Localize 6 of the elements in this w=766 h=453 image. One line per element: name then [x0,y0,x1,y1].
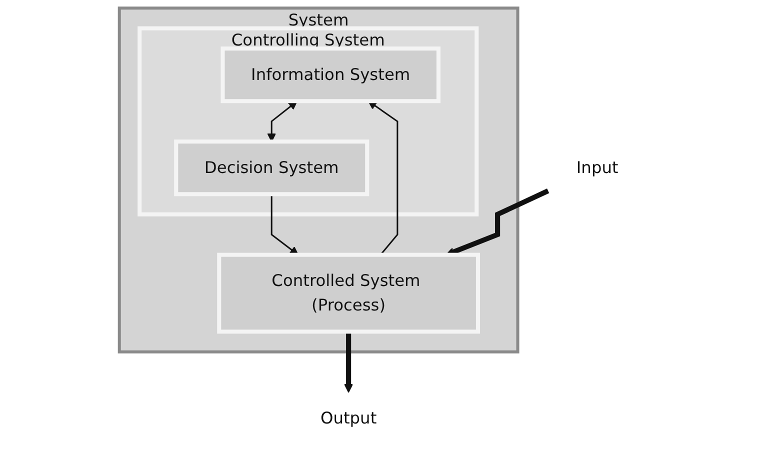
node-text: Output [320,408,377,428]
node-box: Decision System [174,140,370,196]
node-box: Controlled System (Process) [217,252,480,334]
arrow [344,332,353,393]
node-text: Input [576,158,618,177]
node-box: Information System [220,46,440,104]
